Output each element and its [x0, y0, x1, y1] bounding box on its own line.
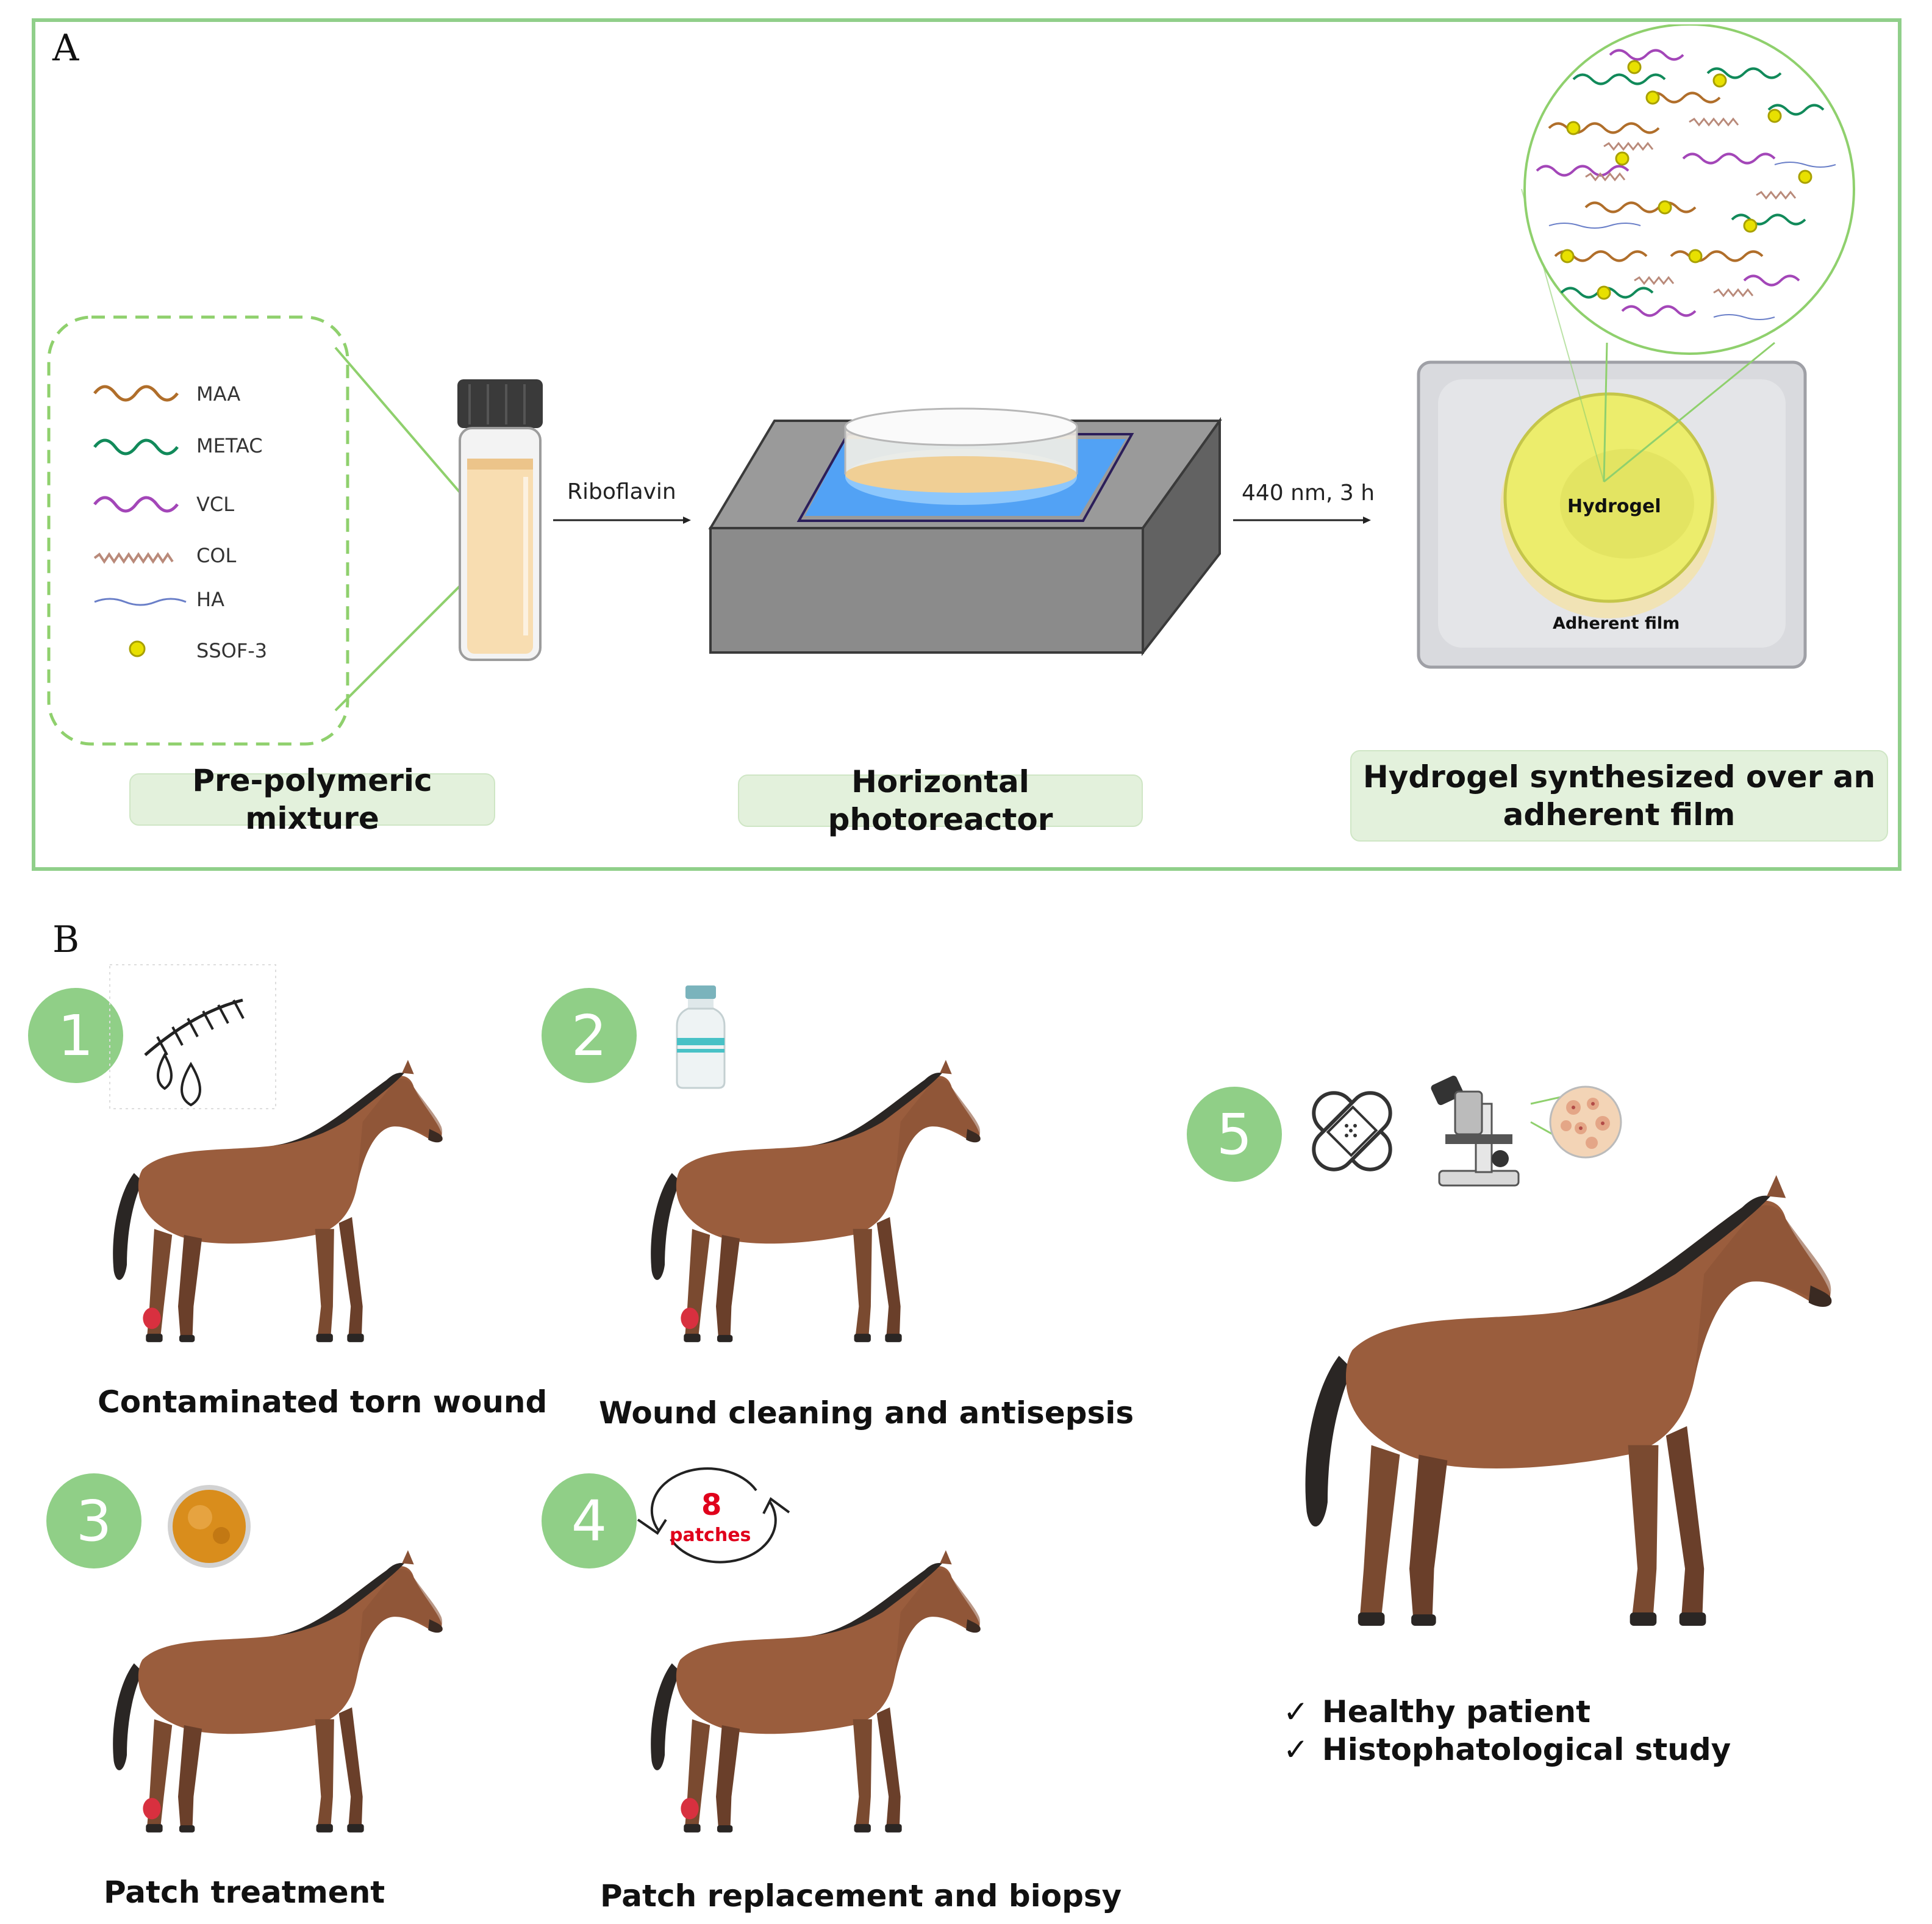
outcome-text-1: Healthy patient: [1322, 1694, 1591, 1729]
torn-wound-icon: [109, 964, 276, 1109]
microscope-icon: [1431, 1075, 1622, 1187]
hydrogel-label: Hydrogel: [1567, 496, 1661, 517]
check-icon: ✓: [1283, 1694, 1309, 1729]
caption-hydrogel-line-2: adherent film: [1503, 797, 1736, 832]
step-2-label: Wound cleaning and antisepsis: [599, 1395, 1134, 1431]
wound-mark: [681, 1798, 699, 1820]
vcl-swatch: [93, 496, 179, 513]
antiseptic-vial-icon: [676, 985, 726, 1089]
patch-count: 8: [701, 1488, 722, 1522]
caption-horizontal-photoreactor: Horizontal photoreactor: [738, 764, 1143, 837]
step-2-circle: 2: [542, 988, 637, 1083]
panel-a-frame: [32, 18, 1902, 871]
col-swatch: [93, 552, 174, 564]
hydrogel-network-zoom: [1521, 24, 1855, 483]
panel-b-letter: B: [52, 918, 80, 961]
mixture-legend-box: [47, 315, 349, 746]
step-1-circle: 1: [28, 988, 123, 1083]
metac-swatch: [93, 438, 179, 456]
bandage-icon: [1312, 1091, 1392, 1171]
caption-hydrogel-line-1: Hydrogel synthesized over an: [1362, 759, 1876, 795]
horse-step-3: [113, 1550, 443, 1833]
legend-label-vcl: VCL: [196, 493, 235, 516]
patch-cycle-icon: [637, 1467, 790, 1564]
legend-swatches: [93, 385, 187, 657]
ssof3-swatch: [129, 640, 146, 657]
riboflavin-label: Riboflavin: [567, 479, 676, 504]
hydrogel-patch-icon: [168, 1485, 251, 1568]
step-3-circle: 3: [46, 1473, 141, 1568]
ha-swatch: [94, 598, 187, 606]
step-5-circle: 5: [1187, 1087, 1282, 1182]
outcome-item-2: ✓ Histophatological study: [1283, 1732, 1731, 1767]
patch-count-unit: patches: [670, 1525, 751, 1546]
step-1-label: Contaminated torn wound: [98, 1384, 548, 1420]
maa-swatch: [93, 385, 179, 402]
caption-hydrogel-film: Hydrogel synthesized over an adherent fi…: [1350, 750, 1888, 842]
horse-step-2: [651, 1059, 981, 1342]
horse-step-4: [651, 1550, 981, 1833]
vial-icon: [457, 379, 543, 661]
caption-pre-polymeric-mixture: Pre-polymeric mixture: [129, 763, 495, 836]
step-4-circle: 4: [542, 1473, 637, 1568]
wound-mark: [681, 1307, 699, 1329]
adherent-film-icon: [1417, 360, 1807, 669]
legend-label-ha: HA: [196, 588, 224, 611]
arrow-riboflavin: [553, 517, 691, 524]
panel-a-letter: A: [52, 27, 79, 70]
legend-label-ssof3: SSOF-3: [196, 639, 268, 662]
outcome-text-2: Histophatological study: [1322, 1732, 1731, 1767]
wound-mark: [143, 1798, 161, 1820]
step-4-label: Patch replacement and biopsy: [600, 1878, 1122, 1914]
horse-step-5: [1305, 1175, 1832, 1626]
horse-step-1: [113, 1059, 443, 1342]
legend-label-maa: MAA: [196, 382, 241, 406]
arrow-irradiation: [1233, 517, 1371, 524]
legend-label-col: COL: [196, 544, 237, 567]
photoreactor-icon: [708, 407, 1222, 656]
legend-label-metac: METAC: [196, 434, 263, 457]
irradiation-label: 440 nm, 3 h: [1242, 481, 1375, 506]
wound-mark: [143, 1307, 161, 1329]
adherent-film-label: Adherent film: [1553, 614, 1680, 633]
check-icon: ✓: [1283, 1732, 1309, 1767]
outcome-item-1: ✓ Healthy patient: [1283, 1694, 1590, 1729]
step-3-label: Patch treatment: [104, 1875, 385, 1910]
